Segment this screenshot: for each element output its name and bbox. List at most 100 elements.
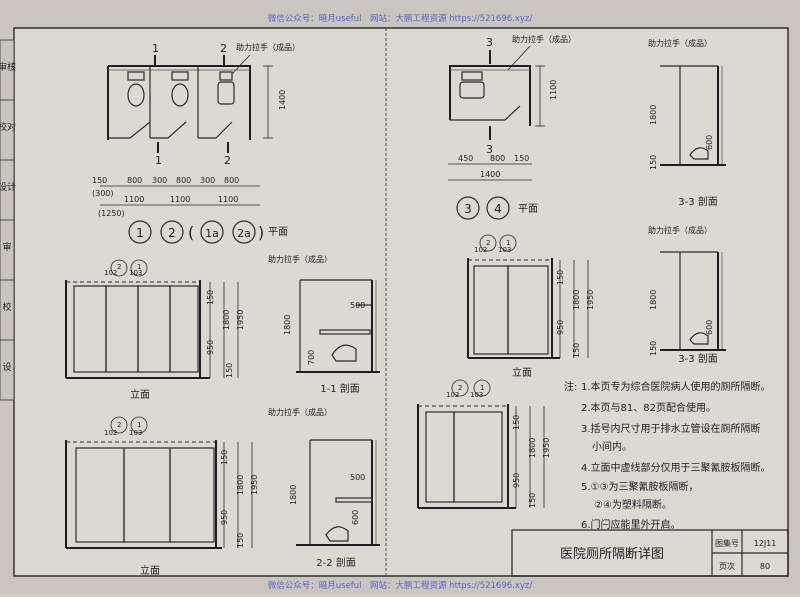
elevation-right-top: 2 1 102 103 150 1800 1950 950 150 立面 — [467, 234, 595, 379]
svg-text:1100: 1100 — [218, 195, 238, 204]
drawing-title: 医院厕所隔断详图 — [560, 547, 664, 562]
svg-text:102: 102 — [104, 269, 117, 277]
svg-text:150: 150 — [206, 290, 215, 305]
svg-text:助力拉手（成品）: 助力拉手（成品） — [648, 225, 712, 235]
section-mark-1-top: 1 — [152, 42, 159, 55]
svg-text:103: 103 — [129, 269, 142, 277]
section-mark-2-top: 2 — [220, 42, 227, 55]
svg-text:3: 3 — [464, 202, 472, 216]
note-3: 3.括号内尺寸用于排水立管设在厕所隔断 — [581, 422, 761, 435]
svg-text:1100: 1100 — [124, 195, 144, 204]
svg-text:450: 450 — [458, 154, 473, 163]
svg-text:(1250): (1250) — [98, 209, 125, 218]
svg-text:150: 150 — [92, 176, 107, 185]
svg-text:助力拉手（成品）: 助力拉手（成品） — [512, 34, 576, 44]
svg-text:102: 102 — [104, 429, 117, 437]
margin-tab-6: 设 — [2, 362, 11, 373]
svg-text:500: 500 — [350, 473, 365, 482]
svg-text:300: 300 — [200, 176, 215, 185]
svg-text:600: 600 — [351, 510, 360, 525]
section-3-3-middle: 助力拉手（成品） 1800 600 150 3-3 剖面 — [648, 225, 726, 365]
svg-text:1800: 1800 — [572, 290, 581, 310]
svg-text:700: 700 — [307, 350, 316, 365]
svg-text:2: 2 — [117, 421, 121, 429]
notes-block: 注: 1.本页专为综合医院病人使用的厕所隔断。 2.本页与81、82页配合使用。… — [564, 380, 771, 531]
atlas-value: 12J11 — [754, 539, 777, 548]
margin-tab-5: 校 — [2, 301, 11, 313]
svg-text:800: 800 — [224, 176, 239, 185]
svg-text:3: 3 — [486, 36, 493, 49]
svg-text:102: 102 — [446, 391, 459, 399]
section-3-3-top: 助力拉手（成品） 1800 600 150 3-3 剖面 — [648, 38, 726, 208]
section-mark-2-bottom: 2 — [224, 154, 231, 167]
plan-right: 3 3 助力拉手（成品） 1100 450 800 150 1400 3 4 平… — [448, 34, 576, 220]
svg-text:(300): (300) — [92, 189, 114, 198]
svg-text:助力拉手（成品）: 助力拉手（成品） — [268, 254, 332, 264]
svg-text:600: 600 — [705, 320, 714, 335]
svg-text:1: 1 — [137, 263, 141, 271]
svg-text:1950: 1950 — [250, 475, 259, 495]
svg-text:103: 103 — [129, 429, 142, 437]
note-3-cont: 小间内。 — [592, 440, 632, 453]
svg-text:150: 150 — [514, 154, 529, 163]
svg-text:150: 150 — [236, 533, 245, 548]
svg-text:600: 600 — [705, 135, 714, 150]
svg-text:300: 300 — [152, 176, 167, 185]
svg-text:950: 950 — [512, 473, 521, 488]
svg-text:150: 150 — [225, 363, 234, 378]
svg-text:1: 1 — [136, 226, 144, 240]
elevation-right-top-title: 立面 — [512, 366, 532, 379]
elevation-left-bottom-title: 立面 — [140, 564, 160, 577]
svg-text:): ) — [258, 223, 264, 242]
plan-right-title: 平面 — [518, 204, 538, 215]
svg-text:2: 2 — [486, 239, 490, 247]
svg-text:1100: 1100 — [170, 195, 190, 204]
note-5-cont: ②④为塑料隔断。 — [594, 498, 672, 511]
svg-text:150: 150 — [649, 341, 658, 356]
svg-text:1400: 1400 — [480, 170, 500, 179]
svg-text:150: 150 — [649, 155, 658, 170]
svg-text:2: 2 — [117, 263, 121, 271]
section-3-3-top-title: 3-3 剖面 — [678, 195, 718, 208]
svg-text:1800: 1800 — [236, 475, 245, 495]
svg-text:1800: 1800 — [222, 310, 231, 330]
margin-tabs: 审核 校对 设计 审 校 设 — [0, 39, 16, 401]
section-2-2-title: 2-2 剖面 — [316, 556, 356, 569]
svg-text:150: 150 — [512, 415, 521, 430]
svg-text:2: 2 — [168, 226, 176, 240]
svg-text:1800: 1800 — [289, 485, 298, 505]
svg-text:800: 800 — [127, 176, 142, 185]
svg-text:1950: 1950 — [542, 438, 551, 458]
svg-text:150: 150 — [556, 270, 565, 285]
svg-text:3: 3 — [486, 143, 493, 156]
drawing-border — [13, 27, 789, 577]
svg-text:150: 150 — [220, 450, 229, 465]
handrail-label: 助力拉手（成品） — [236, 42, 300, 52]
page-label: 页次 — [719, 561, 735, 571]
svg-text:1100: 1100 — [549, 80, 558, 100]
svg-text:1950: 1950 — [236, 310, 245, 330]
svg-text:1800: 1800 — [649, 290, 658, 310]
note-2: 2.本页与81、82页配合使用。 — [581, 401, 716, 414]
svg-text:950: 950 — [220, 510, 229, 525]
svg-text:1800: 1800 — [528, 438, 537, 458]
svg-text:助力拉手（成品）: 助力拉手（成品） — [648, 38, 712, 48]
margin-tab-3: 设计 — [0, 181, 16, 193]
svg-text:2a: 2a — [237, 227, 251, 240]
plan-left: 1 2 1 2 助力拉手（成品） 1400 150 (300) 800 300 … — [92, 42, 300, 244]
plan-left-title: 平面 — [268, 227, 288, 238]
svg-text:1800: 1800 — [649, 105, 658, 125]
svg-text:500: 500 — [350, 301, 365, 310]
watermark-bottom: 微信公众号：暗月useful 网站：大鹏工程资源 https://521696.… — [268, 580, 533, 591]
svg-text:150: 150 — [528, 493, 537, 508]
margin-tab-2: 校对 — [0, 121, 16, 133]
margin-tab-4: 审 — [2, 241, 11, 253]
section-mark-1-bottom: 1 — [155, 154, 162, 167]
svg-text:1: 1 — [137, 421, 141, 429]
note-1: 1.本页专为综合医院病人使用的厕所隔断。 — [581, 380, 771, 393]
svg-text:950: 950 — [206, 340, 215, 355]
svg-text:4: 4 — [494, 202, 502, 216]
svg-text:1800: 1800 — [283, 315, 292, 335]
svg-text:1: 1 — [480, 384, 484, 392]
